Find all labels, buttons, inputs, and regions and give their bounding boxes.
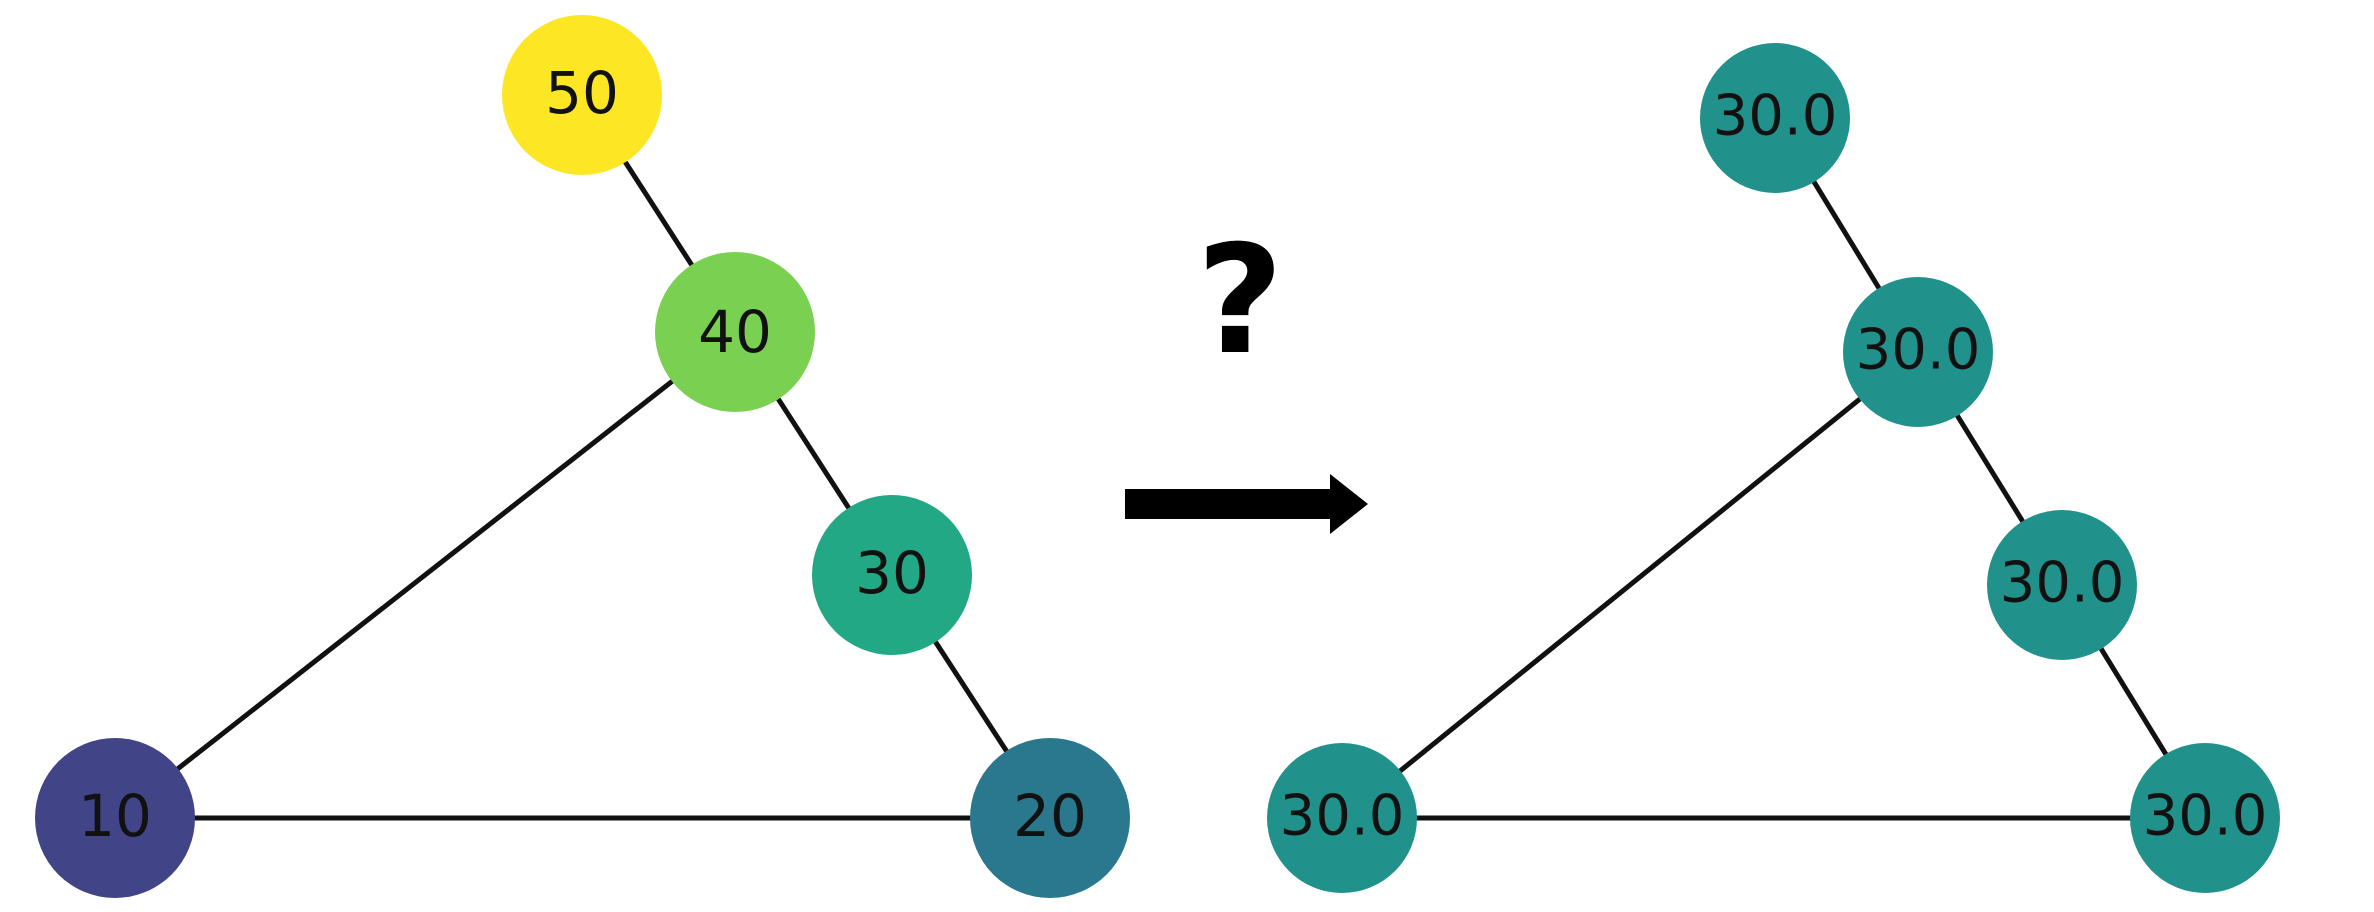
node-40: 40 bbox=[655, 252, 815, 412]
node-label: 30.0 bbox=[1280, 784, 1405, 849]
node-label: 40 bbox=[698, 298, 772, 366]
node-circle bbox=[1267, 743, 1417, 893]
node-circle bbox=[655, 252, 815, 412]
node-label: 30.0 bbox=[2000, 551, 2125, 616]
graph-before: 50 40 30 20 10 bbox=[35, 15, 1130, 898]
node-label: 30 bbox=[855, 539, 929, 607]
node-circle bbox=[1843, 277, 1993, 427]
edge-upper-bottom-left bbox=[1340, 350, 1920, 820]
node-circle bbox=[502, 15, 662, 175]
node-middle: 30.0 bbox=[1987, 510, 2137, 660]
node-label: 20 bbox=[1013, 782, 1087, 850]
transition: ? bbox=[1125, 214, 1368, 534]
node-label: 10 bbox=[78, 782, 152, 850]
node-circle bbox=[812, 495, 972, 655]
node-30: 30 bbox=[812, 495, 972, 655]
node-top: 30.0 bbox=[1700, 43, 1850, 193]
node-label: 50 bbox=[545, 59, 619, 127]
node-bottom-right: 30.0 bbox=[2130, 743, 2280, 893]
edge-40-10 bbox=[113, 330, 737, 820]
node-circle bbox=[1700, 43, 1850, 193]
right-arrow-icon bbox=[1125, 474, 1368, 534]
node-bottom-left: 30.0 bbox=[1267, 743, 1417, 893]
node-label: 30.0 bbox=[2143, 784, 2268, 849]
node-circle bbox=[2130, 743, 2280, 893]
node-upper: 30.0 bbox=[1843, 277, 1993, 427]
node-10: 10 bbox=[35, 738, 195, 898]
node-circle bbox=[970, 738, 1130, 898]
node-20: 20 bbox=[970, 738, 1130, 898]
node-circle bbox=[35, 738, 195, 898]
node-50: 50 bbox=[502, 15, 662, 175]
node-circle bbox=[1987, 510, 2137, 660]
question-mark: ? bbox=[1196, 214, 1283, 388]
graph-after: 30.0 30.0 30.0 30.0 30.0 bbox=[1267, 43, 2280, 893]
node-label: 30.0 bbox=[1713, 84, 1838, 149]
node-label: 30.0 bbox=[1856, 318, 1981, 383]
